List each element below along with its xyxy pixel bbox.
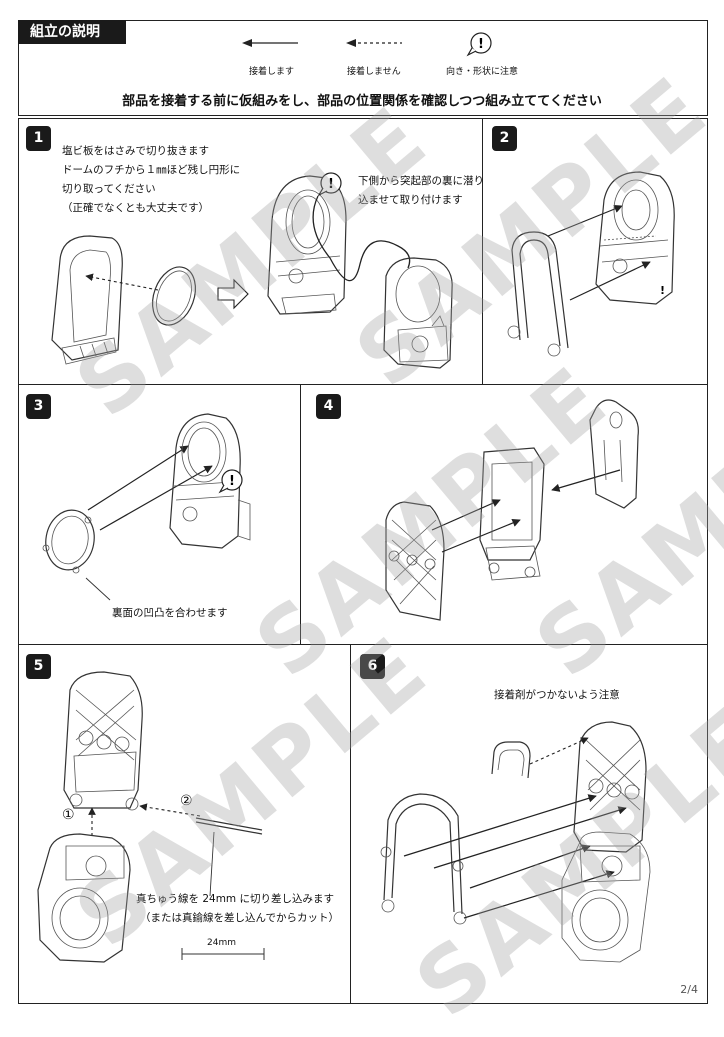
step-1-housing-assembled xyxy=(267,175,347,315)
step-1-note2-line-1: 下側から突起部の裏に潜り xyxy=(358,175,484,187)
step-5-dimension: 24mm xyxy=(207,938,236,948)
step-5-circle-2: ② xyxy=(180,793,193,809)
step-1-number: 1 xyxy=(26,126,51,151)
step-1-next-arrow xyxy=(217,278,249,310)
step-5-circle-1: ① xyxy=(62,807,75,823)
page-title: 組立の説明 xyxy=(18,20,126,44)
step-1-guide-curve xyxy=(312,195,411,282)
step-1-housing-back xyxy=(51,235,123,365)
step-2-housing xyxy=(595,171,675,305)
step-3-panel xyxy=(18,384,302,646)
svg-text:!: ! xyxy=(478,37,484,52)
svg-text:!: ! xyxy=(328,177,334,192)
step-5-dimension-line xyxy=(181,948,265,960)
step-3-note: 裏面の凹凸を合わせます xyxy=(112,607,228,619)
step-5-note-line-2: （または真鍮線を差し込んでからカット） xyxy=(140,912,339,924)
step-4-number: 4 xyxy=(316,394,341,419)
step-1-front-panel xyxy=(383,257,453,369)
step-5-number: 5 xyxy=(26,654,51,679)
header-box xyxy=(18,20,708,116)
step-6-frame-bar xyxy=(380,793,467,925)
step-6-panel xyxy=(350,644,708,1004)
step-1-note-line-4: （正確でなくとも大丈夫です） xyxy=(62,202,209,214)
step-6-main-assembly xyxy=(561,721,651,963)
step-2-frame-bar xyxy=(507,231,569,357)
step-6-bridge-part xyxy=(491,741,531,779)
step-1-clear-dome xyxy=(151,266,197,326)
step-5-lower-housing xyxy=(37,833,131,963)
step-3-caution-icon: ! xyxy=(218,469,243,494)
step-4-back-plate xyxy=(589,399,639,509)
step-3-number: 3 xyxy=(26,394,51,419)
legend-glue-label: 接着します xyxy=(249,67,295,77)
step-5-upper-assembly xyxy=(63,671,143,811)
instruction-text: 部品を接着する前に仮組みをし、部品の位置関係を確認しつつ組み立ててください xyxy=(122,94,602,109)
page-number: 2/4 xyxy=(680,983,698,996)
svg-text:!: ! xyxy=(229,474,235,489)
step-1-note-line-2: ドームのフチから１㎜ほど残し円形に xyxy=(62,164,241,176)
step-5-note-line-1: 真ちゅう線を 24mm に切り差し込みます xyxy=(136,893,334,905)
step-1-note-line-1: 塩ビ板をはさみで切り抜きます xyxy=(62,145,209,157)
legend-noglue-label: 接着しません xyxy=(347,67,401,77)
step-1-note2-line-2: 込ませて取り付けます xyxy=(358,194,463,206)
step-3-housing xyxy=(169,413,251,549)
step-3-ring-part xyxy=(42,509,95,574)
step-4-lattice-panel xyxy=(385,501,445,621)
step-6-note: 接着剤がつかないよう注意 xyxy=(494,689,620,701)
step-1-caution-icon: ! xyxy=(317,172,342,197)
step-1-note-line-3: 切り取ってください xyxy=(62,183,156,195)
step-6-number: 6 xyxy=(360,654,385,679)
step-2-mark: ! xyxy=(660,284,665,297)
step-5-panel xyxy=(18,644,352,1004)
step-4-frame xyxy=(479,447,545,581)
legend-caution-label: 向き・形状に注意 xyxy=(446,67,519,77)
step-2-number: 2 xyxy=(492,126,517,151)
step-4-panel xyxy=(300,384,708,646)
step-5-brass-wire xyxy=(195,817,263,897)
